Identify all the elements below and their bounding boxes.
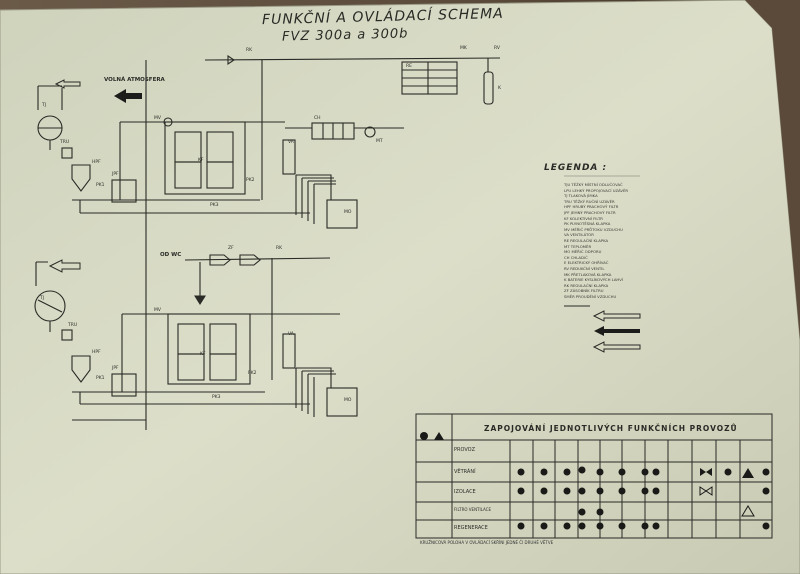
intake-label: OD WC	[160, 252, 182, 258]
legend-item: E ELEKTRICKÝ OHŘÍVAČ	[564, 260, 609, 266]
tag-jpf-lower: JPF	[112, 366, 119, 371]
row-label-vetrani: VĚTRÁNÍ	[454, 469, 476, 475]
tag-rk-lower: RK	[276, 246, 283, 251]
legend-item: JPF JEMNÝ PRACHOVÝ FILTR	[564, 210, 616, 215]
tag-va-lower: VA	[288, 332, 294, 337]
table-footnote: KRUŽNICOVÁ POLOHA V OVLÁDACÍ SKŘÍNI JEDN…	[420, 540, 554, 545]
legend-item: MO MĚŘIČ ODPORU	[564, 249, 602, 255]
tag-mv-lower: MV	[154, 308, 161, 313]
wall-corner	[745, 0, 800, 340]
legend-item: RK REGULAČNÍ KLAPKA	[564, 282, 609, 288]
tag-tru-lower: TRU	[68, 323, 78, 328]
legend-item: K BATERIE KYSLÍKOVÝCH LAHVÍ	[564, 277, 624, 283]
table-title: ZAPOJOVÁNÍ JEDNOTLIVÝCH FUNKČNÍCH PROVOZ…	[484, 424, 738, 433]
tag-pk3-upper: PK3	[210, 203, 219, 208]
tag-ch: CH	[314, 116, 321, 121]
operation-table-grid	[415, 413, 773, 539]
tag-zf: ZF	[228, 246, 234, 251]
row-label-filtroventilace: FILTRO VENTILACE	[454, 507, 491, 512]
tag-mo-upper: MO	[344, 210, 352, 215]
legend-item: KF KOLEKTIVNÍ FILTR	[564, 215, 603, 221]
lower-schematic	[34, 254, 358, 421]
row-label-izolace: IZOLACE	[454, 489, 476, 495]
legend-item: SMĚR PROUDĚNÍ VZDUCHU	[564, 294, 617, 299]
legend-item: HPF HRUBÝ PRACHOVÝ FILTR	[564, 204, 619, 210]
tag-va-upper: VA	[288, 140, 294, 145]
tag-mt: MT	[376, 139, 383, 144]
tag-pk3-lower: PK3	[212, 395, 221, 400]
legend-item: MV MĚŘIČ PRŮTOKU VZDUCHU	[564, 226, 623, 232]
legend-item: MK PŘETLAKOVÁ KLAPKA	[564, 271, 612, 277]
tag-k: K	[498, 86, 501, 91]
tag-pk1-lower: PK1	[96, 376, 105, 381]
legend-item: RV REDUKČNÍ VENTIL	[564, 266, 605, 271]
legend-title: LEGENDA :	[544, 163, 608, 173]
exhaust-label: VOLNÁ ATMOSFERA	[104, 77, 165, 83]
upper-schematic	[37, 54, 501, 430]
tag-kf-upper: KF	[198, 158, 204, 163]
legend-item: VA VENTILÁTOR	[564, 232, 594, 238]
tag-pk2-upper: PK2	[246, 178, 255, 183]
legend-item: TRU TĚŽKÝ RUČNÍ UZÁVĚR	[564, 198, 615, 204]
tag-pk1-upper: PK1	[96, 183, 105, 188]
tag-rk-upper: RK	[246, 48, 253, 53]
legend-item: ZF ZÁSOBNÍK FILTRU	[564, 288, 604, 294]
legend-item: CH CHLADIČ	[564, 254, 588, 260]
tag-mk: MK	[460, 46, 467, 51]
poster-subtitle: FVZ 300a a 300b	[281, 26, 409, 45]
tag-jpf-upper: JPF	[112, 172, 119, 177]
tag-mo-lower: MO	[344, 398, 352, 403]
row-label-provoz: PROVOZ	[454, 447, 476, 453]
tag-mv-upper: MV	[154, 116, 161, 121]
tag-re: RE	[406, 64, 412, 69]
legend-item: TJU TĚŽKÝ MÍSTNÍ ODLUČOVAČ	[564, 182, 623, 187]
tag-tj-lower: TJ	[40, 296, 45, 301]
tag-tru-upper: TRU	[60, 140, 70, 145]
tag-kf-lower: KF	[200, 352, 206, 357]
flow-arrows	[48, 79, 641, 353]
legend-item: RE REGULAČNÍ KLAPKA	[564, 238, 609, 243]
tag-hpf-upper: HPF	[92, 160, 101, 165]
legend-item: LPU LEHKÝ PROPOJOVACÍ UZÁVĚR	[564, 187, 629, 193]
tag-tj-upper: TJ	[42, 103, 47, 108]
row-label-regenerace: REGENERACE	[454, 525, 488, 531]
tag-pk2-lower: PK2	[248, 371, 257, 376]
legend-item: PK PLYNOTĚSNÁ KLAPKA	[564, 221, 611, 227]
tag-rv: RV	[494, 46, 500, 51]
legend-item: MT TEPLOMĚR	[564, 243, 592, 249]
legend-item: TJ TLAKOVÁ JÍMKA	[564, 193, 598, 199]
tag-hpf-lower: HPF	[92, 350, 101, 355]
table-marks	[420, 432, 770, 530]
